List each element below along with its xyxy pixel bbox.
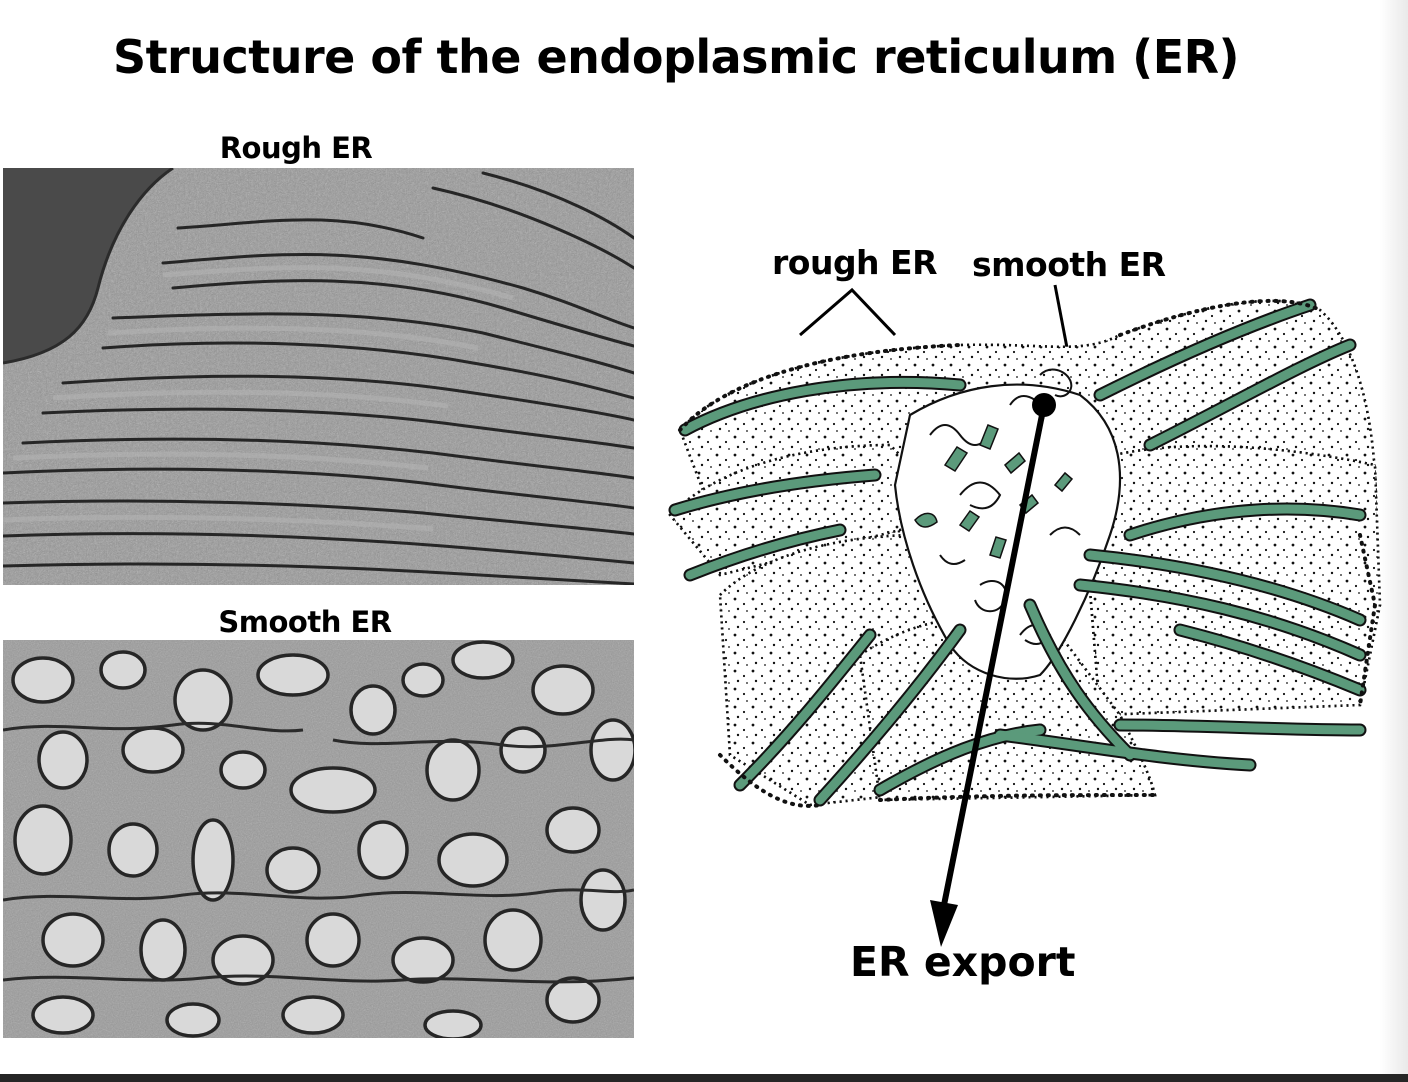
er-export-label: ER export [850, 938, 1076, 986]
smooth-er-pointer [1053, 284, 1070, 354]
slide-edge-shadow [1380, 0, 1408, 1074]
er-3d-illustration [660, 235, 1390, 959]
er-export-arrow [930, 393, 1056, 947]
ribosome-dots [678, 298, 1378, 808]
slide-title: Structure of the endoplasmic reticulum (… [112, 30, 1240, 84]
rough-er-pointer [799, 287, 897, 337]
bottom-bar [0, 1074, 1408, 1082]
rough-er-label: rough ER [772, 243, 938, 282]
rough-er-micrograph [3, 168, 634, 585]
rough-er-caption: Rough ER [219, 131, 373, 165]
er-cisternae [668, 298, 1367, 807]
smooth-er-micrograph [3, 640, 634, 1038]
smooth-er-label: smooth ER [972, 245, 1166, 284]
smooth-er-caption: Smooth ER [218, 605, 392, 639]
